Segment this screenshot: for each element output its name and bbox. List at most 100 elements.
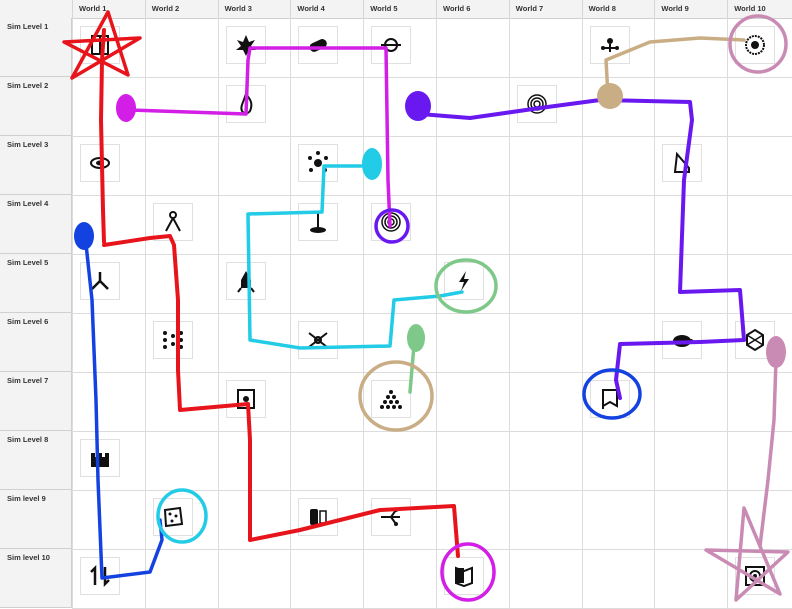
circuit-node-icon: [600, 38, 619, 52]
cell-icon-box[interactable]: [80, 144, 120, 182]
spiral-box-icon: [745, 566, 766, 586]
cell-icon-box[interactable]: [662, 144, 703, 182]
cell-icon-box[interactable]: [371, 26, 412, 64]
compass-icon: [164, 211, 181, 232]
dotted-shape-icon: [163, 506, 183, 528]
phone-icon: [310, 509, 328, 525]
branch-icon: [381, 508, 401, 526]
cell-icon-box[interactable]: [80, 262, 120, 300]
splash-icon: [308, 151, 329, 172]
fingerprint-icon: [527, 94, 547, 114]
cyan-dot: [362, 148, 382, 180]
row-header[interactable]: Sim level 9: [0, 490, 72, 549]
column-header[interactable]: World 8: [581, 0, 655, 18]
magenta-path: [128, 46, 392, 228]
cell-icon-box[interactable]: [444, 262, 484, 300]
castle-icon: [91, 453, 109, 467]
cell-icon-box[interactable]: [80, 557, 120, 595]
column-header[interactable]: World 9: [654, 0, 727, 18]
grid-line: [72, 372, 792, 373]
cell-icon-box[interactable]: [80, 439, 120, 477]
grid-line: [72, 549, 792, 550]
cell-icon-box[interactable]: [152, 203, 193, 241]
sun-card-icon: [236, 389, 255, 409]
cell-icon-box[interactable]: [735, 321, 776, 359]
column-header[interactable]: World 10: [727, 0, 792, 18]
grid-line: [72, 490, 792, 491]
row-header[interactable]: Sim Level 8: [0, 431, 72, 490]
blue-dot: [74, 222, 94, 250]
column-header[interactable]: World 2: [144, 0, 218, 18]
cell-icon-box[interactable]: [298, 203, 339, 241]
magenta-dot: [116, 94, 136, 122]
column-header[interactable]: World 3: [217, 0, 291, 18]
column-header[interactable]: World 1: [72, 0, 145, 18]
cyan-path: [246, 164, 464, 350]
harp-icon: [674, 151, 691, 173]
banner-icon: [601, 389, 618, 409]
row-header[interactable]: Sim Level 1: [0, 18, 72, 77]
cell-icon-box[interactable]: [735, 26, 776, 64]
cell-icon-box[interactable]: [371, 203, 412, 241]
swap-arrows-icon: [90, 564, 110, 588]
turtle-icon: [673, 335, 694, 347]
column-header[interactable]: World 6: [436, 0, 509, 18]
lightning-icon: [459, 271, 469, 291]
swirl-icon: [745, 35, 766, 55]
cell-icon-box[interactable]: [225, 85, 266, 123]
split-arrows-icon: [91, 272, 109, 290]
cell-icon-box[interactable]: [444, 557, 484, 595]
flame-burst-icon: [235, 35, 256, 56]
flag-icon: [455, 566, 473, 588]
grid-line: [72, 136, 792, 137]
cell-icon-box[interactable]: [298, 498, 339, 536]
tan-dot: [597, 83, 623, 109]
green-dot: [407, 324, 425, 352]
cell-icon-box[interactable]: [298, 26, 339, 64]
book-icon: [91, 35, 109, 55]
grid-line: [72, 195, 792, 196]
hub-icon: [308, 332, 329, 348]
cell-icon-box[interactable]: [371, 380, 412, 418]
hexagon-icon: [746, 328, 765, 352]
cell-icon-box[interactable]: [589, 26, 630, 64]
grid-line: [72, 254, 792, 255]
cell-icon-box[interactable]: [735, 557, 776, 595]
cell-icon-box[interactable]: [371, 498, 412, 536]
grid-line: [72, 431, 792, 432]
fire-icon: [239, 91, 252, 115]
column-header[interactable]: World 5: [363, 0, 436, 18]
grid-line: [72, 313, 792, 314]
pink-path: [758, 358, 778, 548]
row-header[interactable]: Sim Level 2: [0, 77, 72, 136]
column-header[interactable]: World 4: [290, 0, 363, 18]
cell-icon-box[interactable]: [225, 262, 266, 300]
capsule-icon: [310, 39, 328, 52]
cell-icon-box[interactable]: [80, 26, 120, 64]
row-header[interactable]: Sim Level 3: [0, 136, 72, 195]
cell-icon-box[interactable]: [516, 85, 557, 123]
pyramid-dots-icon: [380, 390, 403, 409]
spinner-icon: [381, 38, 402, 52]
cell-icon-box[interactable]: [152, 498, 193, 536]
cell-icon-box[interactable]: [662, 321, 703, 359]
network-grid-icon: [162, 331, 183, 349]
row-header[interactable]: Sim Level 4: [0, 195, 72, 254]
row-header[interactable]: Sim level 10: [0, 549, 72, 608]
rocket-icon: [236, 271, 255, 293]
coil-icon: [90, 157, 110, 169]
cell-icon-box[interactable]: [225, 26, 266, 64]
fingerprint-icon: [381, 212, 401, 232]
cell-icon-box[interactable]: [298, 321, 339, 359]
cell-icon-box[interactable]: [298, 144, 339, 182]
cell-icon-box[interactable]: [225, 380, 266, 418]
cell-icon-box[interactable]: [152, 321, 193, 359]
row-header[interactable]: Sim Level 5: [0, 254, 72, 313]
anchor-icon: [310, 213, 327, 233]
column-header[interactable]: World 7: [508, 0, 582, 18]
row-header[interactable]: Sim Level 7: [0, 372, 72, 431]
row-header[interactable]: Sim Level 6: [0, 313, 72, 372]
cell-icon-box[interactable]: [589, 380, 630, 418]
purple-dot: [405, 91, 431, 121]
